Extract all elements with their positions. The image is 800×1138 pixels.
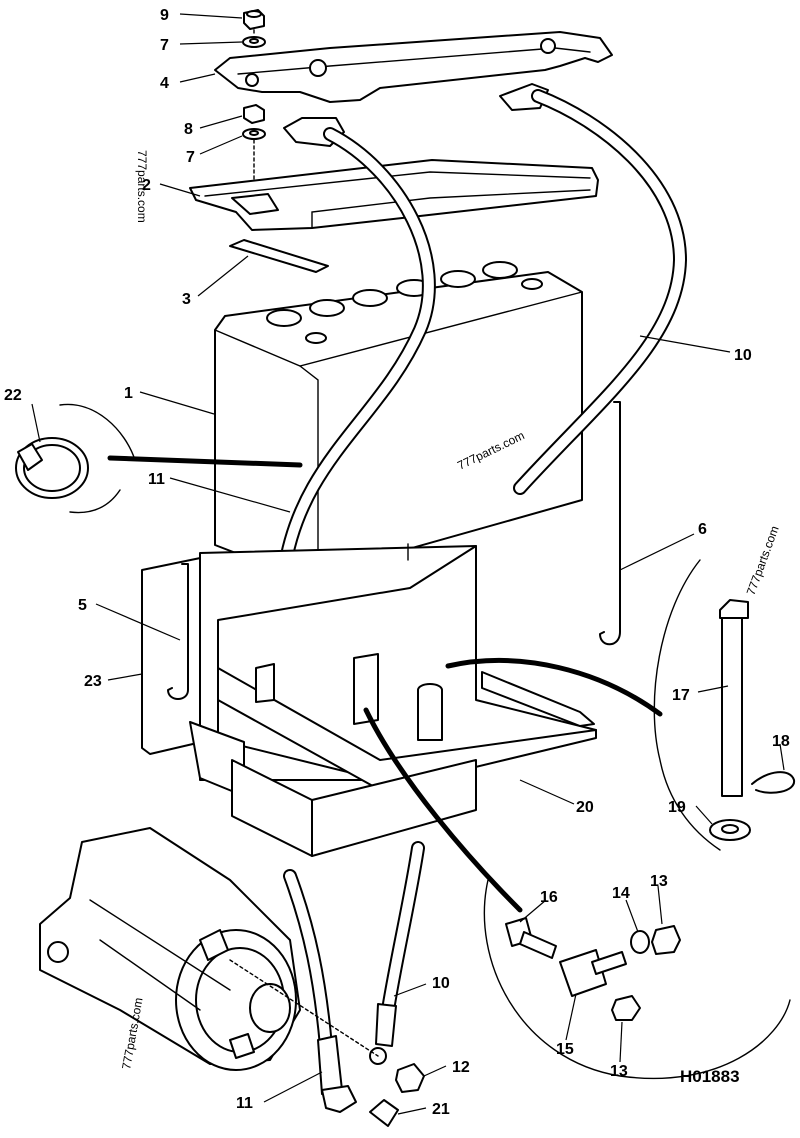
callout-22: 22 (4, 387, 22, 404)
callout-labels: 9 7 4 8 7 2 3 1 22 11 10 6 5 23 17 18 19… (4, 7, 790, 1118)
nut-9 (243, 9, 265, 30)
battery-tray-20 (189, 545, 597, 857)
rod-6 (599, 401, 621, 646)
callout-10-bottom: 10 (432, 975, 450, 992)
bolt-17 (719, 599, 749, 797)
watermark-right: 777parts.com (744, 524, 782, 597)
washer-14 (630, 930, 650, 954)
callout-1: 1 (124, 385, 133, 402)
spring-clip-18 (751, 771, 795, 794)
cable-11-top (277, 117, 436, 579)
callout-19: 19 (668, 799, 686, 816)
cable-10-top (499, 83, 688, 495)
nut-12 (395, 1063, 425, 1093)
terminal-15 (559, 949, 627, 997)
callout-4: 4 (160, 75, 169, 92)
cable-10-bottom (369, 841, 425, 1065)
callout-15: 15 (556, 1041, 574, 1058)
callout-16: 16 (540, 889, 558, 906)
rod-5 (167, 563, 189, 700)
cable-11-bottom (283, 869, 357, 1113)
callout-14: 14 (612, 885, 630, 902)
callout-23: 23 (84, 673, 102, 690)
callout-10-top: 10 (734, 347, 752, 364)
callout-13-top: 13 (650, 873, 668, 890)
callout-17: 17 (672, 687, 690, 704)
callout-11-bottom: 11 (236, 1095, 253, 1112)
hose-clip-22 (15, 403, 303, 514)
bolt-16 (505, 917, 557, 959)
callout-2: 2 (142, 177, 151, 194)
callout-7-top: 7 (160, 37, 169, 54)
callout-11-top: 11 (148, 471, 165, 488)
washer-7-top (242, 36, 266, 48)
callout-5: 5 (78, 597, 87, 614)
watermark-top-left: 777parts.com (135, 150, 149, 223)
washer-19 (709, 819, 751, 841)
callout-6: 6 (698, 521, 707, 538)
callout-7-mid: 7 (186, 149, 195, 166)
nut-13-bottom (611, 995, 641, 1021)
callout-21: 21 (432, 1101, 450, 1118)
callout-9: 9 (160, 7, 169, 24)
battery-cover (214, 31, 613, 103)
callout-12: 12 (452, 1059, 470, 1076)
starter-motor (39, 827, 301, 1071)
callout-3: 3 (182, 291, 191, 308)
washer-7-mid (242, 128, 266, 140)
drawing-code: H01883 (680, 1067, 740, 1086)
callout-18: 18 (772, 733, 790, 750)
spacer-strip (229, 239, 329, 273)
battery (214, 261, 583, 575)
tab-washer-21 (369, 1099, 399, 1127)
callout-13-bottom: 13 (610, 1063, 628, 1080)
leader-lines (31, 13, 785, 1115)
nut-8 (243, 104, 265, 124)
callout-20: 20 (576, 799, 594, 816)
callout-8: 8 (184, 121, 193, 138)
nut-13-top (651, 925, 681, 955)
